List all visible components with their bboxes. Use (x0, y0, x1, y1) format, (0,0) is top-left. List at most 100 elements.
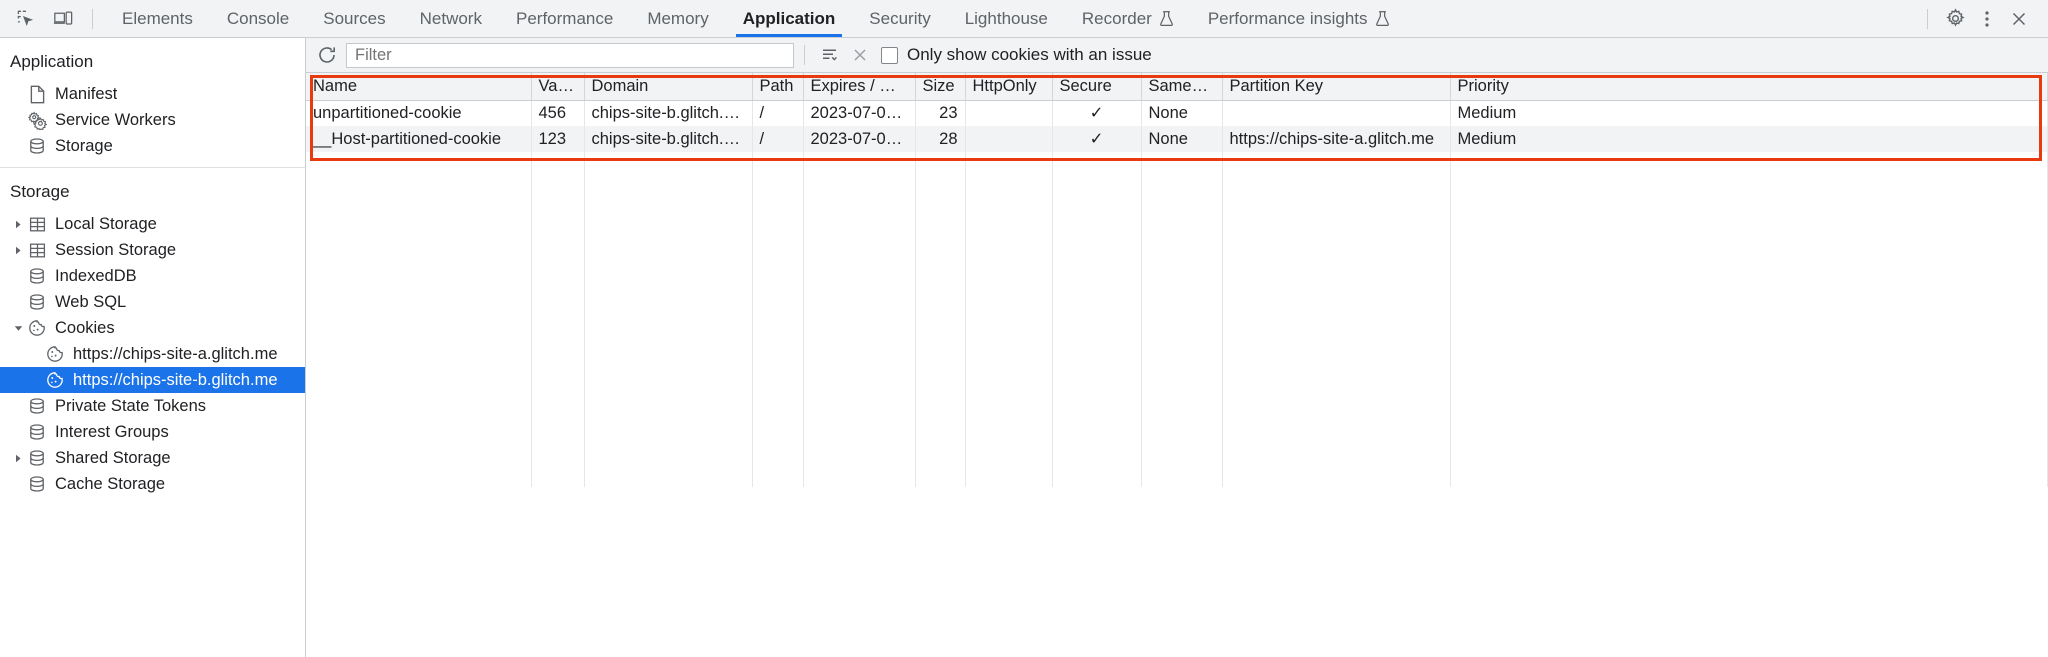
close-filter-icon[interactable] (845, 41, 875, 69)
tab-security[interactable]: Security (852, 0, 947, 37)
tab-label: Recorder (1081, 8, 1152, 28)
sidebar-item-private-state-tokens[interactable]: Private State Tokens (0, 393, 305, 419)
sidebar-item-label: Cache Storage (55, 474, 166, 493)
sidebar-item-label: Private State Tokens (55, 396, 207, 415)
cell-value: 456 (531, 100, 585, 126)
column-header-domain[interactable]: Domain (584, 73, 753, 101)
sidebar-item-label: Cookies (55, 318, 115, 337)
database-icon (26, 475, 48, 493)
clear-filter-icon[interactable] (815, 41, 845, 69)
cookie-icon (44, 345, 66, 363)
table-icon (26, 216, 48, 233)
refresh-icon[interactable] (312, 41, 342, 69)
column-header-priority[interactable]: Priority (1450, 73, 2048, 101)
table-row[interactable]: unpartitioned-cookie 456 chips-site-b.gl… (306, 100, 2048, 126)
experiment-flask-icon (1375, 10, 1390, 27)
cell-size: 23 (915, 100, 966, 126)
application-sidebar: Application Manifest Service Workers (0, 38, 306, 657)
chevron-right-icon[interactable] (10, 454, 26, 463)
document-icon (26, 85, 48, 104)
sidebar-item-session-storage[interactable]: Session Storage (0, 237, 305, 263)
tab-memory[interactable]: Memory (630, 0, 725, 37)
chevron-right-icon[interactable] (10, 246, 26, 255)
filter-input[interactable] (346, 42, 794, 68)
sidebar-item-service-workers[interactable]: Service Workers (0, 107, 305, 133)
sidebar-item-label: Storage (55, 136, 113, 155)
sidebar-item-cookies[interactable]: Cookies (0, 315, 305, 341)
cookies-main-pane: Only show cookies with an issue Name Val… (306, 38, 2048, 657)
cell-secure: ✓ (1052, 126, 1142, 152)
sidebar-item-local-storage[interactable]: Local Storage (0, 211, 305, 237)
cookies-table-wrapper: Name Value Domain Path Expires / M… Size… (306, 73, 2048, 487)
tab-performance[interactable]: Performance (499, 0, 630, 37)
cell-samesite: None (1141, 100, 1223, 126)
cookie-icon (26, 319, 48, 337)
tab-network[interactable]: Network (403, 0, 499, 37)
tab-label: Security (869, 8, 931, 28)
devtools-tabbar: Elements Console Sources Network Perform… (0, 0, 2048, 38)
device-toolbar-icon[interactable] (48, 4, 78, 34)
sidebar-item-indexeddb[interactable]: IndexedDB (0, 263, 305, 289)
sidebar-divider (0, 167, 305, 168)
tab-sources[interactable]: Sources (306, 0, 402, 37)
column-header-secure[interactable]: Secure (1052, 73, 1142, 101)
tab-lighthouse[interactable]: Lighthouse (948, 0, 1065, 37)
database-icon (26, 449, 48, 467)
close-icon[interactable] (2004, 4, 2034, 34)
sidebar-item-cookie-origin-a[interactable]: https://chips-site-a.glitch.me (0, 341, 305, 367)
chevron-right-icon[interactable] (10, 220, 26, 229)
empty-cell (531, 152, 585, 487)
tab-label: Lighthouse (964, 8, 1048, 28)
sidebar-item-manifest[interactable]: Manifest (0, 81, 305, 107)
cell-name: __Host-partitioned-cookie (306, 126, 532, 152)
column-header-samesite[interactable]: SameSite (1141, 73, 1223, 101)
tab-performance-insights[interactable]: Performance insights (1191, 0, 1407, 37)
inspect-element-icon[interactable] (10, 4, 40, 34)
tabbar-divider (92, 8, 93, 29)
more-options-icon[interactable] (1972, 4, 2002, 34)
gear-icon[interactable] (1940, 4, 1970, 34)
sidebar-item-storage[interactable]: Storage (0, 133, 305, 159)
experiment-flask-icon (1159, 10, 1174, 27)
column-header-value[interactable]: Value (531, 73, 585, 101)
database-icon (26, 137, 48, 155)
column-header-expires[interactable]: Expires / M… (803, 73, 916, 101)
tab-label: Performance (515, 8, 614, 28)
column-header-name[interactable]: Name (306, 73, 532, 101)
column-header-path[interactable]: Path (752, 73, 804, 101)
cell-httponly (965, 126, 1053, 152)
tab-application[interactable]: Application (726, 0, 853, 37)
chevron-down-icon[interactable] (10, 324, 26, 333)
tab-label: Console (226, 8, 290, 28)
only-show-cookies-with-issue-checkbox[interactable] (881, 46, 898, 64)
sidebar-item-label: Shared Storage (55, 448, 171, 467)
sidebar-item-cache-storage[interactable]: Cache Storage (0, 471, 305, 497)
tab-console[interactable]: Console (210, 0, 306, 37)
cell-partition-key: https://chips-site-a.glitch.me (1222, 126, 1451, 152)
empty-cell (1222, 152, 1451, 487)
sidebar-item-interest-groups[interactable]: Interest Groups (0, 419, 305, 445)
column-header-partition-key[interactable]: Partition Key (1222, 73, 1451, 101)
tab-elements[interactable]: Elements (105, 0, 210, 37)
cell-priority: Medium (1450, 126, 2048, 152)
cell-priority: Medium (1450, 100, 2048, 126)
column-header-httponly[interactable]: HttpOnly (965, 73, 1053, 101)
sidebar-item-label: Manifest (55, 84, 118, 103)
sidebar-item-label: Interest Groups (55, 422, 169, 441)
cell-expires: 2023-07-07… (803, 100, 916, 126)
tabbar-right-divider (1927, 8, 1928, 29)
sidebar-item-label: Session Storage (55, 240, 177, 259)
cell-path: / (752, 100, 804, 126)
tab-recorder[interactable]: Recorder (1065, 0, 1191, 37)
cell-domain: chips-site-b.glitch.me (584, 100, 753, 126)
tab-label: Performance insights (1207, 8, 1368, 28)
sidebar-section-application-title: Application (10, 52, 94, 71)
sidebar-item-cookie-origin-b[interactable]: https://chips-site-b.glitch.me (0, 367, 305, 393)
tabbar-tabs: Elements Console Sources Network Perform… (105, 0, 1407, 37)
only-show-cookies-with-issue-control[interactable]: Only show cookies with an issue (881, 45, 1152, 65)
column-header-size[interactable]: Size (915, 73, 966, 101)
sidebar-item-web-sql[interactable]: Web SQL (0, 289, 305, 315)
table-row[interactable]: __Host-partitioned-cookie 123 chips-site… (306, 126, 2048, 152)
sidebar-item-shared-storage[interactable]: Shared Storage (0, 445, 305, 471)
database-icon (26, 267, 48, 285)
